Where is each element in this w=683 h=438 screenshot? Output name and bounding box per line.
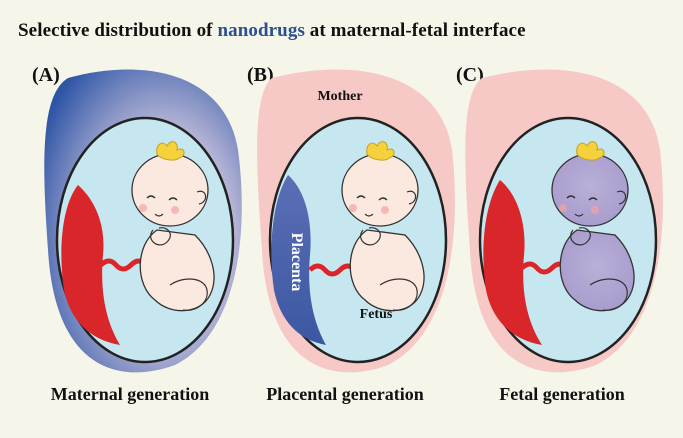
panel-a-uterus (44, 69, 242, 373)
panel-c-label: (C) (456, 64, 484, 86)
figure-title: Selective distribution of nanodrugs at m… (18, 20, 526, 41)
panel-b-placenta (271, 175, 326, 345)
caption-fetal-generation: Fetal generation (499, 384, 625, 404)
panel-c-placenta (483, 180, 542, 345)
panel-b-uterus: Mother Placenta Fetus (257, 69, 455, 373)
panel-c-uterus (465, 69, 663, 373)
panel-b-label: (B) (247, 64, 274, 86)
panel-a-label: (A) (32, 64, 60, 86)
nanodrugs-highlight: nanodrugs (217, 20, 305, 41)
caption-placental-generation: Placental generation (266, 384, 424, 404)
mother-label: Mother (317, 89, 362, 104)
placenta-label: Placenta (288, 233, 305, 292)
panel-a-placenta (61, 185, 120, 345)
fetus-label: Fetus (360, 307, 393, 322)
caption-maternal-generation: Maternal generation (50, 384, 210, 404)
